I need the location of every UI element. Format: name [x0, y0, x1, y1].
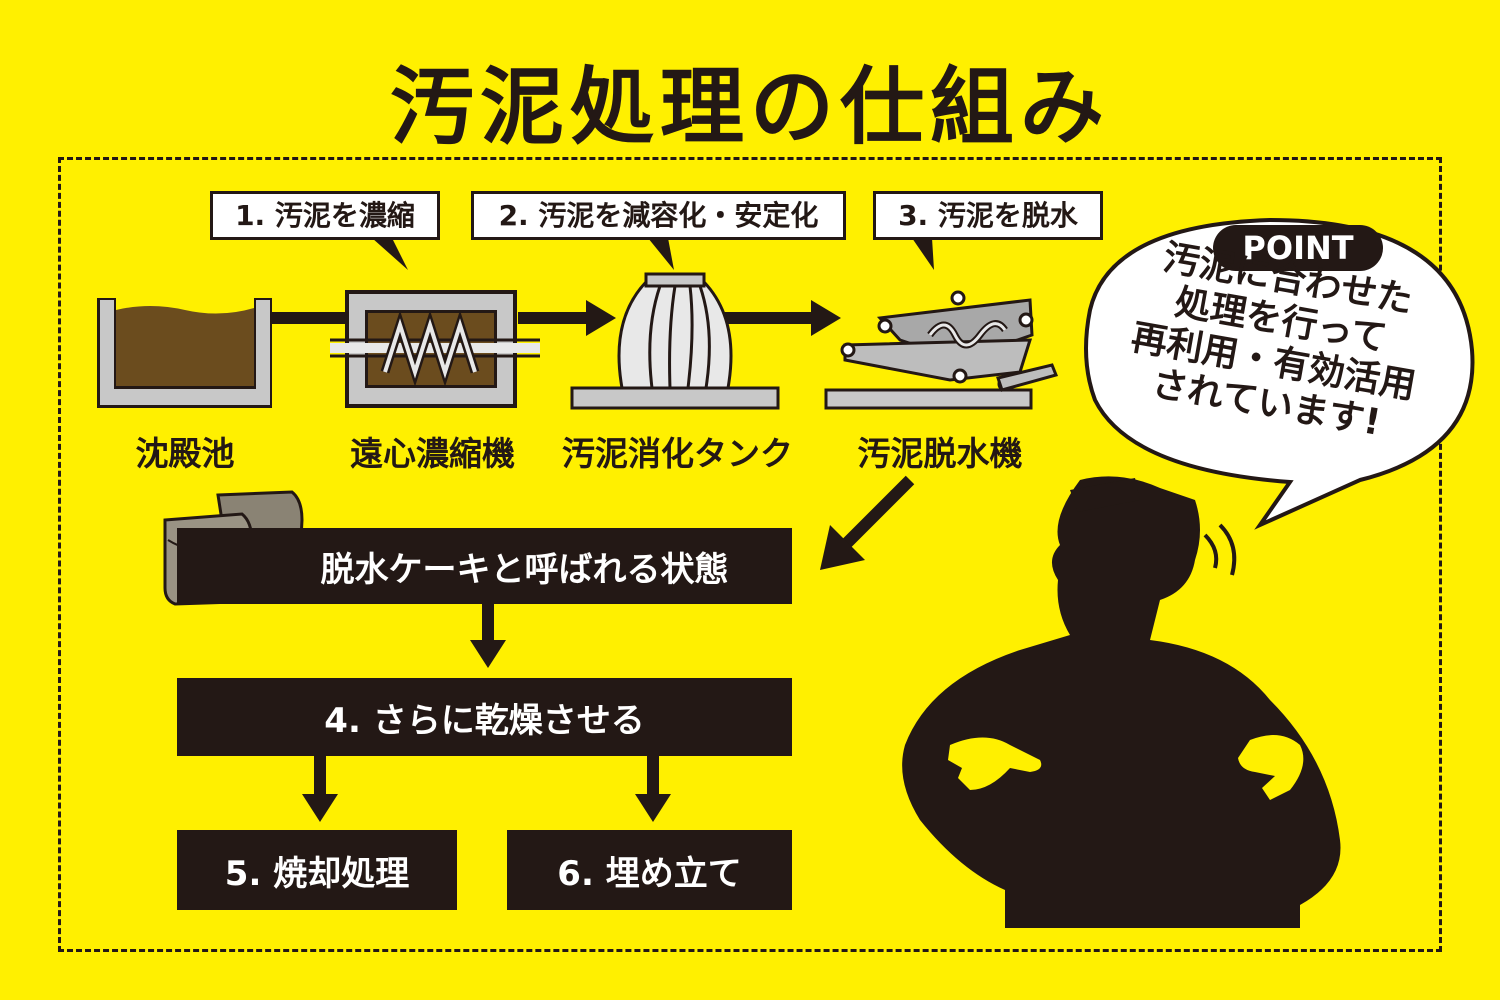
callout-pointer-3	[912, 238, 934, 270]
arrow-down-2-head	[302, 794, 338, 822]
diagram-frame	[58, 157, 1442, 952]
flow-box-incinerate: 5. 焼却処理	[177, 830, 457, 910]
caption-centrifuge: 遠心濃縮機	[350, 434, 515, 473]
callout-step-3: 3. 汚泥を脱水	[873, 191, 1103, 240]
settling-tank-icon	[97, 298, 272, 408]
caption-settling-tank: 沈殿池	[135, 434, 235, 473]
arrow-down-1-shaft	[482, 604, 494, 642]
page-title: 汚泥処理の仕組み	[389, 58, 1110, 156]
digestion-tank-icon	[570, 272, 780, 410]
pipe-1	[270, 312, 350, 324]
caption-digestion-tank: 汚泥消化タンク	[562, 434, 793, 473]
callout-step-1: 1. 汚泥を濃縮	[210, 191, 440, 240]
arrow-diagonal-shaft	[840, 475, 915, 550]
point-tag: POINT	[1213, 225, 1383, 271]
flow-box-cake: 脱水ケーキと呼ばれる状態	[177, 528, 792, 604]
arrow-diagonal-head	[820, 525, 865, 570]
flow-box-landfill: 6. 埋め立て	[507, 830, 792, 910]
arrow-down-3-shaft	[647, 756, 659, 796]
arrow-down-2-shaft	[314, 756, 326, 796]
caption-dewatering-machine: 汚泥脱水機	[857, 434, 1023, 473]
arrow-to-tank	[586, 300, 616, 336]
pipe-3	[718, 312, 813, 324]
arrow-down-1-head	[470, 640, 506, 668]
callout-pointer-2	[648, 238, 674, 270]
dewatering-machine-icon	[824, 290, 1059, 410]
arrow-down-3-head	[635, 794, 671, 822]
person-silhouette	[902, 476, 1341, 928]
flow-box-dry: 4. さらに乾燥させる	[177, 678, 792, 756]
arrow-to-press	[811, 300, 841, 336]
speech-bubble	[1084, 217, 1475, 530]
pipe-2	[518, 312, 588, 324]
centrifuge-icon	[330, 290, 540, 408]
callout-pointer-1	[372, 238, 408, 270]
callout-step-2: 2. 汚泥を減容化・安定化	[471, 191, 846, 240]
